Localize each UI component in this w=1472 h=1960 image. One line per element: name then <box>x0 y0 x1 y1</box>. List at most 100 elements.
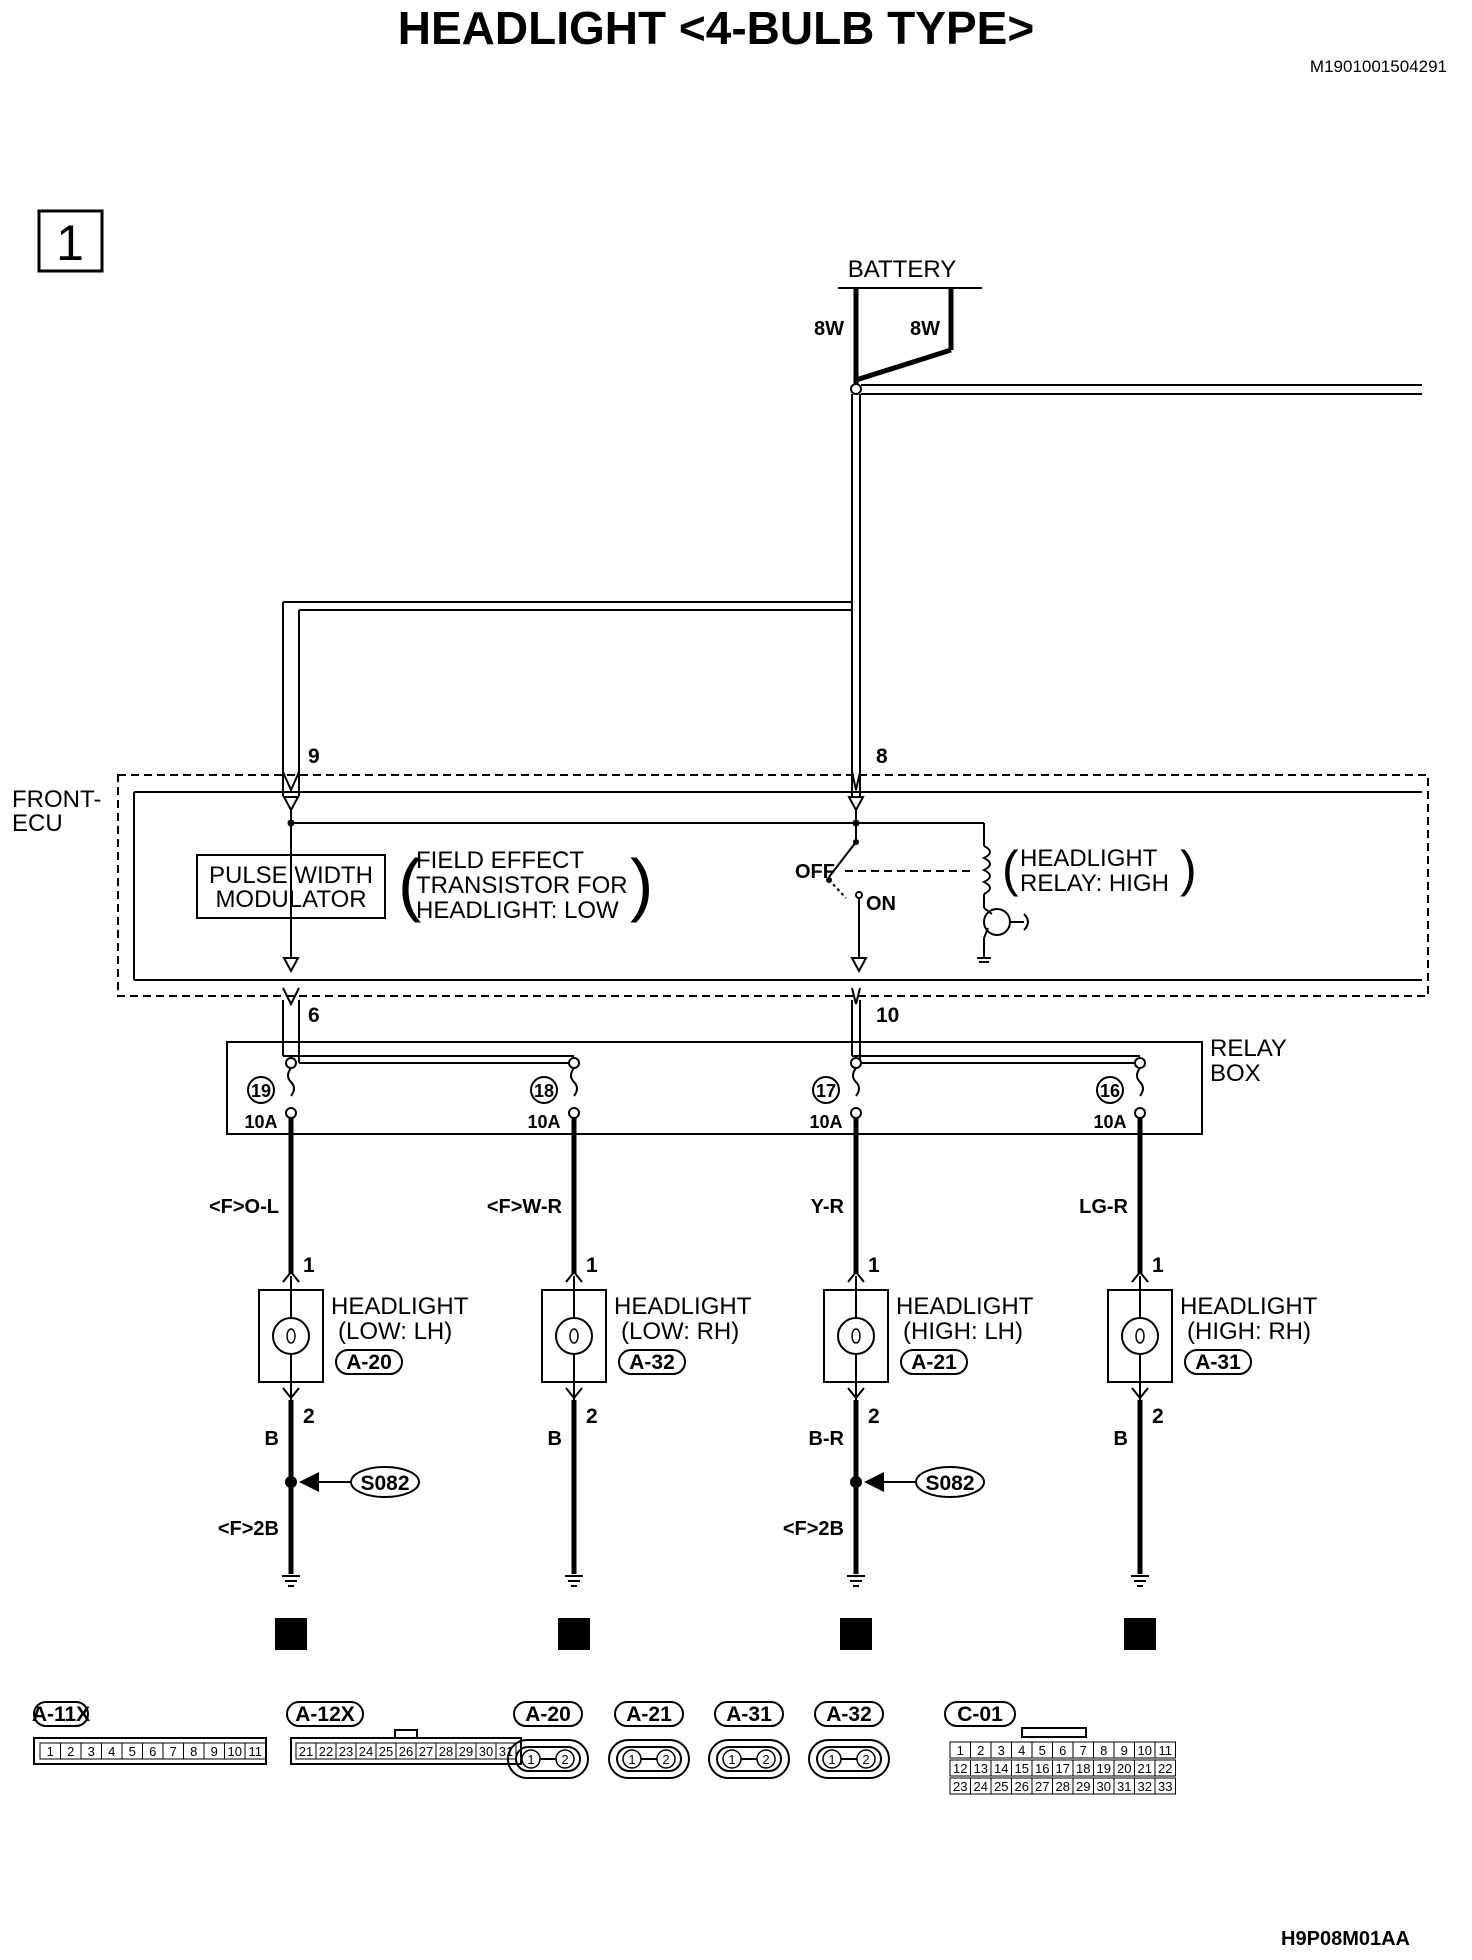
headlight-connector: A-32 <box>629 1351 675 1374</box>
c01-pin: 5 <box>1039 1743 1046 1758</box>
ground-point-label: 11 <box>841 1619 871 1650</box>
c01-pin: 20 <box>1117 1761 1131 1776</box>
twopin-pin-2: 2 <box>662 1752 669 1767</box>
pin-2: 2 <box>868 1405 880 1428</box>
battery-label: BATTERY <box>848 256 956 283</box>
pwm-box <box>196 854 386 919</box>
battery-wire-left: 8W <box>814 318 844 340</box>
headlight-name: HEADLIGHT <box>614 1293 752 1320</box>
a12x-pin: 22 <box>319 1744 333 1759</box>
a11x-pin: 8 <box>190 1744 197 1759</box>
a11x-pin: 10 <box>228 1744 242 1759</box>
wire-color-top: <F>W-R <box>487 1196 563 1218</box>
footer-code: H9P08M01AA <box>1281 1928 1410 1950</box>
bulb-icon <box>1121 1317 1159 1355</box>
a11x-pin: 3 <box>88 1744 95 1759</box>
ground-point-label: 8 <box>1132 1619 1148 1650</box>
twopin-pin-1: 1 <box>728 1752 735 1767</box>
c01-pin: 4 <box>1018 1743 1025 1758</box>
a12x-pin: 27 <box>419 1744 433 1759</box>
a12x-pin: 21 <box>299 1744 313 1759</box>
c01-pin: 10 <box>1138 1743 1152 1758</box>
a12x-pin: 24 <box>359 1744 373 1759</box>
ground-point-label: 11 <box>276 1619 306 1650</box>
headlight-connector: A-31 <box>1195 1351 1241 1374</box>
twopin-label: A-21 <box>626 1703 672 1726</box>
headlight-side: (HIGH: RH) <box>1187 1318 1311 1345</box>
relay-label-2: RELAY: HIGH <box>1020 870 1169 897</box>
headlight-name: HEADLIGHT <box>1180 1293 1318 1320</box>
c01-pin: 22 <box>1158 1761 1172 1776</box>
ecu-pin-9: 9 <box>308 745 320 768</box>
c01-pin: 11 <box>1159 1743 1173 1758</box>
wire-color-bottom: B <box>1114 1428 1128 1450</box>
twopin-pin-1: 1 <box>828 1752 835 1767</box>
c01-pin: 19 <box>1097 1761 1111 1776</box>
fet-label-2: TRANSISTOR FOR <box>416 872 628 899</box>
ecu-output-wires <box>282 1000 861 1063</box>
pin-2: 2 <box>1152 1405 1164 1428</box>
wire-color-top: LG-R <box>1079 1196 1128 1218</box>
a11x-pin: 1 <box>47 1744 54 1759</box>
switch-on-label: ON <box>866 893 896 915</box>
ecu-pin-6: 6 <box>308 1004 320 1027</box>
headlight-connector: A-21 <box>911 1351 957 1374</box>
a12x-pin: 23 <box>339 1744 353 1759</box>
relay-box-label-1: RELAY <box>1210 1035 1287 1062</box>
c01-pin: 12 <box>953 1761 967 1776</box>
fuse-1-ring <box>247 1076 275 1104</box>
pin-1: 1 <box>1152 1254 1164 1277</box>
c01-pin: 25 <box>994 1779 1008 1794</box>
c01-pin: 8 <box>1100 1743 1107 1758</box>
c01-pin: 13 <box>974 1761 988 1776</box>
fuse-4-ring <box>1096 1076 1124 1104</box>
fuse-rating: 10A <box>1093 1112 1126 1132</box>
connector-c-01-label: C-01 <box>957 1703 1003 1726</box>
relay-bracket-left: ( <box>1002 841 1019 897</box>
twopin-pin-2: 2 <box>762 1752 769 1767</box>
c01-pin: 16 <box>1035 1761 1049 1776</box>
pin-2: 2 <box>586 1405 598 1428</box>
splice-label: S082 <box>360 1472 409 1495</box>
wire-color-top: Y-R <box>811 1196 845 1218</box>
headlight-connector: A-20 <box>346 1351 392 1374</box>
fet-label-3: HEADLIGHT: LOW <box>416 897 619 924</box>
ground-point-box <box>558 1618 590 1650</box>
fuse-number: 17 <box>816 1081 836 1101</box>
wire-color-ground: <F>2B <box>218 1518 279 1540</box>
pin-1: 1 <box>586 1254 598 1277</box>
twopin-pin-1: 1 <box>628 1752 635 1767</box>
ground-point-box <box>1124 1618 1156 1650</box>
c01-pin: 30 <box>1097 1779 1111 1794</box>
c01-pin: 33 <box>1158 1779 1172 1794</box>
c01-pin: 1 <box>957 1743 964 1758</box>
c01-pin: 32 <box>1138 1779 1152 1794</box>
relay-bracket-right: ) <box>1180 841 1197 897</box>
c01-pin: 21 <box>1138 1761 1152 1776</box>
fuse-rating: 10A <box>244 1112 277 1132</box>
twopin-pin-2: 2 <box>561 1752 568 1767</box>
headlight-name: HEADLIGHT <box>331 1293 469 1320</box>
wire-color-ground: <F>2B <box>783 1518 844 1540</box>
fuse-number: 18 <box>534 1081 554 1101</box>
battery-wire-right: 8W <box>910 318 940 340</box>
connector-a-11x-label: A-11X <box>32 1703 90 1726</box>
fuse-2-ring <box>530 1076 558 1104</box>
fet-label-1: FIELD EFFECT <box>416 847 584 874</box>
c01-pin: 28 <box>1056 1779 1070 1794</box>
switch-off-label: OFF <box>795 861 835 883</box>
fet-bracket-left: ( <box>398 845 421 923</box>
page-number: 1 <box>56 215 84 271</box>
pin-1: 1 <box>303 1254 315 1277</box>
splice-badge <box>915 1466 985 1498</box>
c01-pin: 27 <box>1035 1779 1049 1794</box>
pwm-label-1: PULSE WIDTH <box>209 862 373 889</box>
headlight-side: (LOW: LH) <box>338 1318 452 1345</box>
